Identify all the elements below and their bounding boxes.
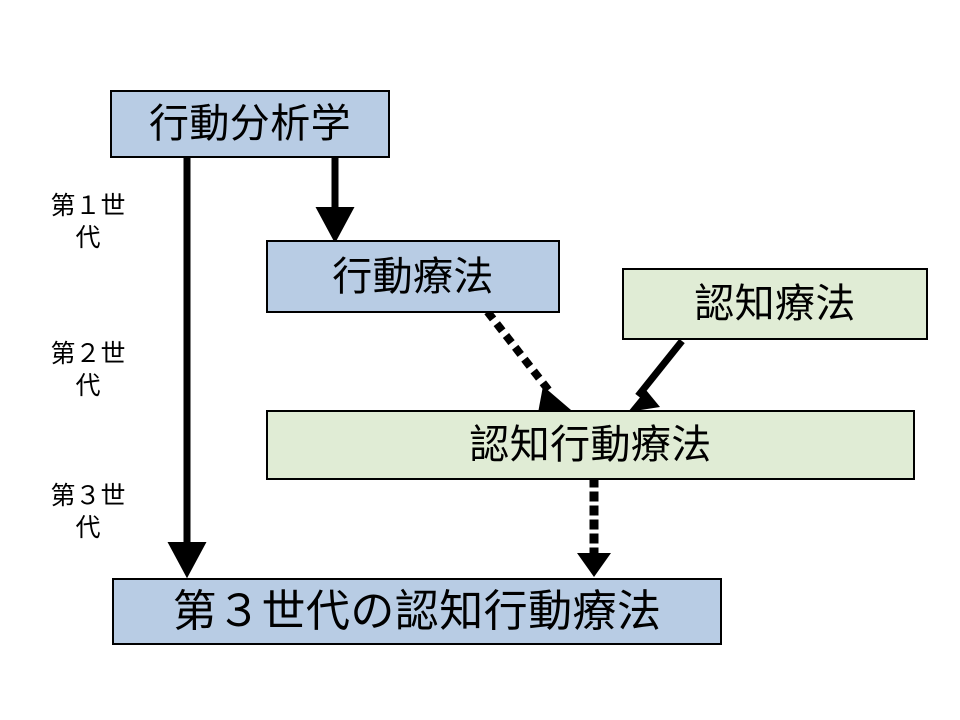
connector-behavior-therapy-to-cbt [484, 309, 571, 413]
node-third-generation-cbt-label: 第３世代の認知行動療法 [172, 586, 662, 636]
node-cognitive-behavioral-therapy[interactable]: 認知行動療法 [266, 410, 915, 480]
node-behavior-therapy[interactable]: 行動療法 [266, 240, 560, 313]
generation-label-second-line2: 代 [75, 372, 101, 400]
node-behavior-analysis-label: 行動分析学 [149, 102, 351, 146]
generation-label-first: 第１世 代 [28, 190, 148, 254]
connector-cbt-to-third-gen-cbt [577, 477, 611, 577]
generation-label-second-line1: 第２世 [50, 340, 126, 368]
node-third-generation-cbt[interactable]: 第３世代の認知行動療法 [112, 578, 722, 645]
generation-label-third-line2: 代 [75, 514, 101, 542]
generation-label-third: 第３世 代 [28, 480, 148, 544]
node-cognitive-therapy[interactable]: 認知療法 [622, 268, 928, 340]
node-cognitive-behavioral-therapy-label: 認知行動療法 [469, 423, 712, 467]
generation-label-first-line1: 第１世 [50, 192, 126, 220]
generation-label-third-line1: 第３世 [50, 482, 126, 510]
node-cognitive-therapy-label: 認知療法 [694, 282, 856, 326]
generation-label-first-line2: 代 [75, 224, 101, 252]
node-behavior-analysis[interactable]: 行動分析学 [110, 90, 390, 158]
generation-label-second: 第２世 代 [28, 338, 148, 402]
connector-cognitive-therapy-to-cbt [628, 338, 685, 412]
node-behavior-therapy-label: 行動療法 [332, 254, 494, 299]
